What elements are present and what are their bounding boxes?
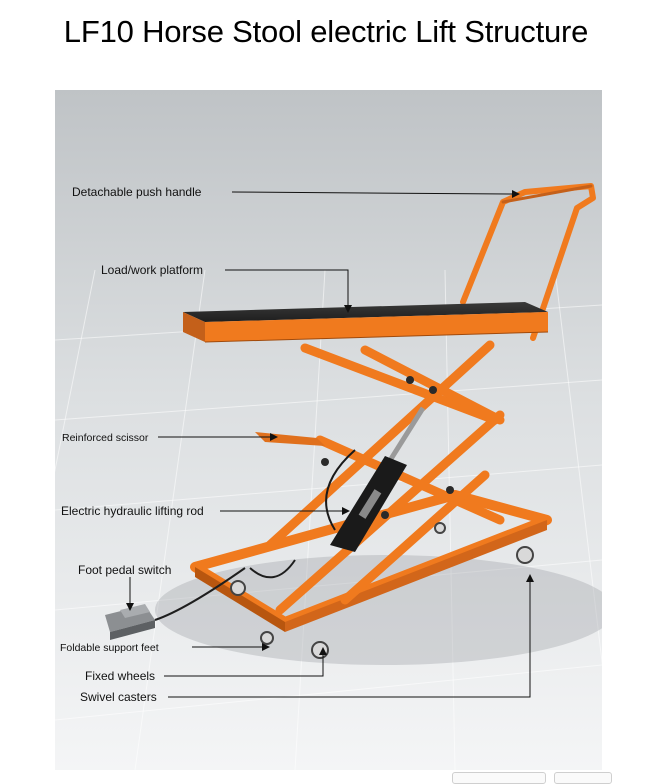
label-lifting-rod: Electric hydraulic lifting rod	[61, 504, 204, 518]
bottom-action-button-left[interactable]	[452, 772, 546, 784]
label-push-handle: Detachable push handle	[72, 185, 202, 199]
work-platform	[183, 302, 549, 343]
label-swivel-casters: Swivel casters	[80, 690, 157, 704]
label-scissor: Reinforced scissor	[62, 432, 149, 444]
push-handle	[460, 183, 596, 341]
foot-pedal-switch	[105, 559, 296, 640]
label-fixed-wheels: Fixed wheels	[85, 669, 156, 683]
bottom-action-button-right[interactable]	[554, 772, 612, 784]
scissor-pivots	[321, 376, 454, 519]
label-pedal-switch: Foot pedal switch	[78, 563, 172, 577]
label-platform: Load/work platform	[101, 263, 204, 277]
hydraulic-cylinder	[325, 406, 426, 552]
page-title: LF10 Horse Stool electric Lift Structure	[63, 14, 589, 49]
label-support-feet: Foldable support feet	[60, 642, 159, 654]
